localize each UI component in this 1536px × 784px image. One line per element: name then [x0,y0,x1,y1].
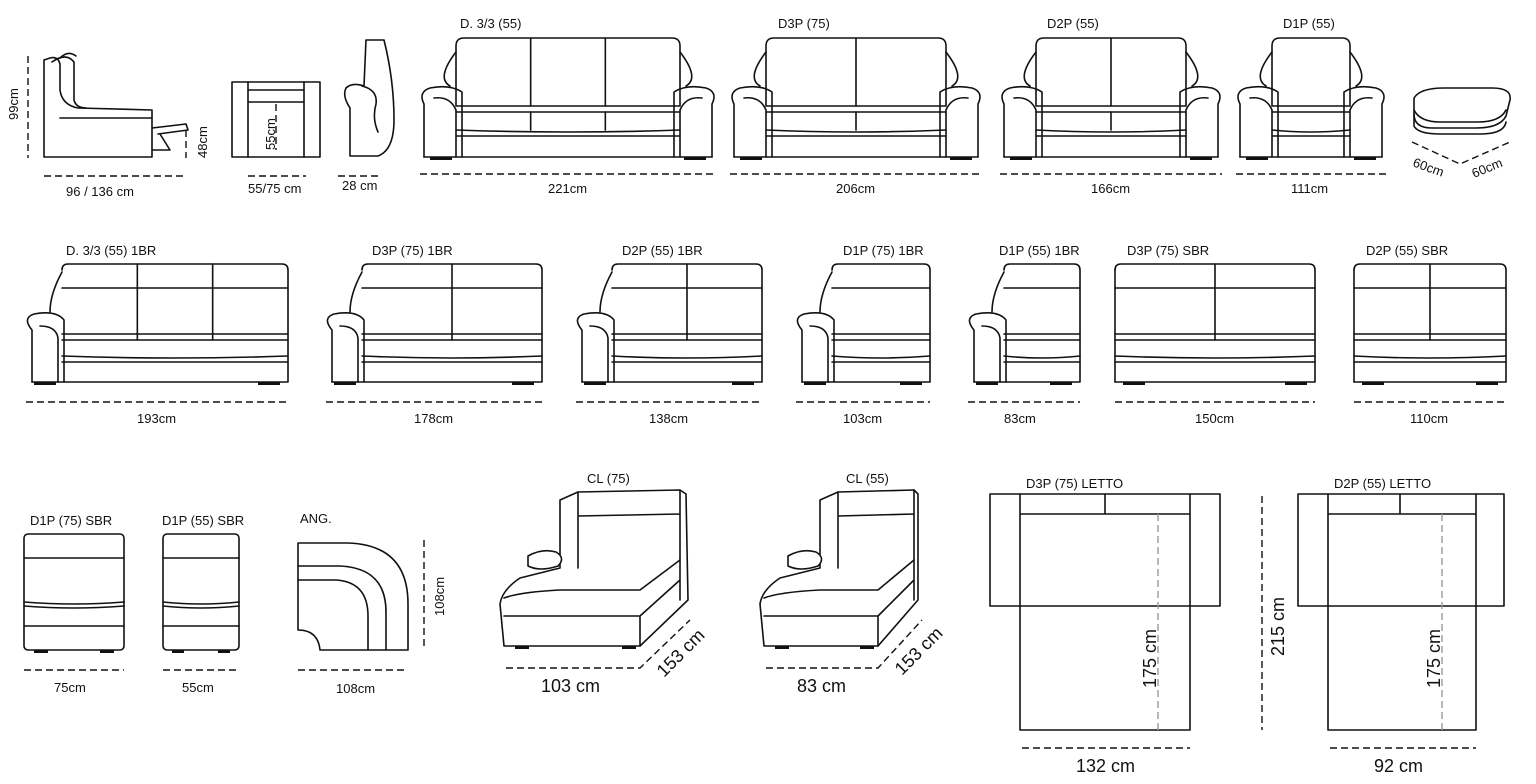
sofa-width: 110cm [1410,411,1448,426]
letto2-bed-length: 175 cm [1424,629,1444,688]
pouf-depth-b: 60cm [1470,155,1505,181]
module-name: D3P (75) LETTO [1026,476,1123,491]
module-name: D2P (55) LETTO [1334,476,1431,491]
pouf-depth-a: 60cm [1411,155,1446,180]
sofa-d3p-75: D3P (75) 206cm [730,16,982,196]
cl55-width: 83 cm [797,676,846,696]
sofa-width: 206cm [836,181,875,196]
sofa-name: D1P (75) 1BR [843,243,924,258]
sofa-name: D2P (55) SBR [1366,243,1448,258]
letto3-width: 132 cm [1076,756,1135,776]
sofa-d2p-55-sbr: D2P (55) SBR 110cm [1353,243,1507,426]
arm-side-view: 28 cm [338,39,395,193]
sofa-width: 111cm [1291,181,1328,196]
sofa-width: 193cm [137,411,176,426]
sofa-name: D. 3/3 (55) [460,16,521,31]
module-name: D1P (55) SBR [162,513,244,528]
sofa-d1p-55: D1P (55) 111cm [1236,16,1386,196]
sofa-name: D2P (55) 1BR [622,243,703,258]
module-width: 75cm [54,680,86,695]
sofa-name: D2P (55) [1047,16,1099,31]
recliner-footrest-height: 48cm [195,126,210,158]
sofa-width: 83cm [1004,411,1036,426]
module-cl-75: CL (75) 103 cm 153 cm [499,471,709,696]
sofa-d33-55: D. 3/3 (55) 221cm [420,16,716,196]
module-name: CL (55) [846,471,889,486]
sofa-d1p-55-1br: D1P (55) 1BR 83cm [968,243,1081,426]
module-name: ANG. [300,511,332,526]
sofa-width: 178cm [414,411,453,426]
ang-width: 108cm [336,681,375,696]
ang-depth: 108cm [432,577,447,616]
sofa-name: D1P (55) [1283,16,1335,31]
recliner-side-view: 99cm 48cm 96 / 136 cm [6,52,210,199]
module-name: CL (75) [587,471,630,486]
module-name: D1P (75) SBR [30,513,112,528]
sofa-width: 103cm [843,411,882,426]
sofa-name: D3P (75) SBR [1127,243,1209,258]
module-width: 55cm [182,680,214,695]
sofa-name: D3P (75) [778,16,830,31]
module-ang: ANG. 108cm 108cm [297,511,447,696]
pouf-view: 60cm 60cm [1411,87,1511,181]
sofa-d2p-55-1br: D2P (55) 1BR 138cm [576,243,763,426]
sofa-d3p-75-sbr: D3P (75) SBR 150cm [1114,243,1316,426]
recliner-height: 99cm [6,88,21,120]
sofa-d2p-55: D2P (55) 166cm [1000,16,1222,196]
cl55-depth: 153 cm [891,623,947,679]
sofa-width: 138cm [649,411,688,426]
recliner-width: 96 / 136 cm [66,184,134,199]
seat-front-view: 55cm 55/75 cm [231,81,321,196]
seat-height: 55cm [263,118,278,150]
module-d1p-55-sbr: D1P (55) SBR 55cm [162,513,244,695]
sofa-d3p-75-1br: D3P (75) 1BR 178cm [326,243,543,426]
sofa-d33-55-1br: D. 3/3 (55) 1BR 193cm [26,243,289,426]
sofa-d1p-75-1br: D1P (75) 1BR 103cm [796,243,931,426]
letto3-bed-length: 175 cm [1140,629,1160,688]
module-d3p-75-letto: D3P (75) LETTO 132 cm 175 cm 215 cm [989,476,1288,776]
sofa-width: 221cm [548,181,587,196]
cl75-width: 103 cm [541,676,600,696]
arm-width: 28 cm [342,178,377,193]
sofa-name: D3P (75) 1BR [372,243,453,258]
cl75-depth: 153 cm [653,625,709,681]
module-cl-55: CL (55) 83 cm 153 cm [759,471,947,696]
sofa-name: D1P (55) 1BR [999,243,1080,258]
sofa-name: D. 3/3 (55) 1BR [66,243,156,258]
seat-width: 55/75 cm [248,181,301,196]
letto-total-length: 215 cm [1268,597,1288,656]
sofa-width: 166cm [1091,181,1130,196]
module-d1p-75-sbr: D1P (75) SBR 75cm [23,513,125,695]
module-d2p-55-letto: D2P (55) LETTO 92 cm 175 cm [1297,476,1505,776]
letto2-width: 92 cm [1374,756,1423,776]
sofa-width: 150cm [1195,411,1234,426]
